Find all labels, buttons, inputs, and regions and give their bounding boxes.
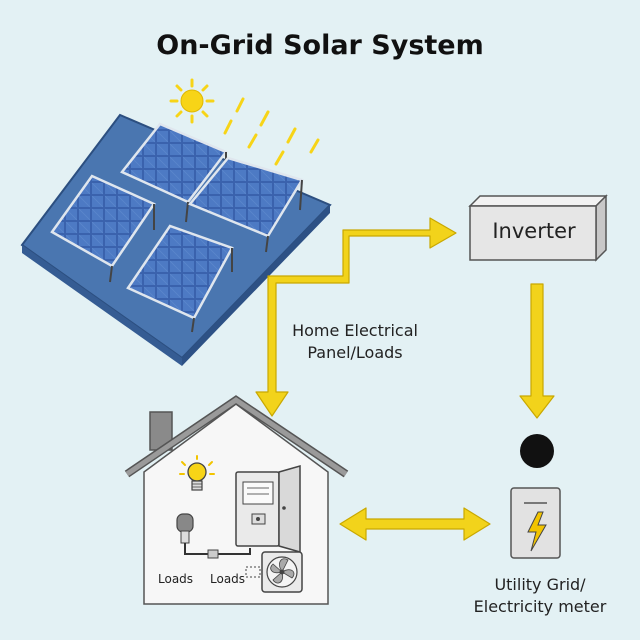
breaker-panel-icon [235,465,301,553]
loads-label-right: Loads [210,572,246,586]
sun-icon [169,78,215,124]
meter-label: Utility Grid/ Electricity meter [455,574,625,618]
meter-label-line1: Utility Grid/ [494,575,586,594]
home-panel-label: Home Electrical Panel/Loads [275,320,435,364]
ac-flow-arrow [519,283,555,419]
home-panel-label-line2: Panel/Loads [307,343,403,362]
lightning-icon [527,511,547,552]
dc-flow-arrow [255,217,457,417]
fan-icon [245,551,303,593]
lightbulb-icon [179,455,215,491]
grid-exchange-arrow [339,507,491,541]
inverter-box [468,194,608,262]
home-panel-label-line1: Home Electrical [292,321,418,340]
solar-panel-icon [20,113,332,366]
sun-rays-icon [223,97,320,166]
meter-label-line2: Electricity meter [473,597,607,616]
plug-icon [176,513,251,559]
meter-box [510,487,561,559]
loads-label-left: Loads [158,572,194,586]
page-title: On-Grid Solar System [156,30,484,61]
inverter-label: Inverter [492,219,576,243]
meter-dot-icon [520,434,554,468]
